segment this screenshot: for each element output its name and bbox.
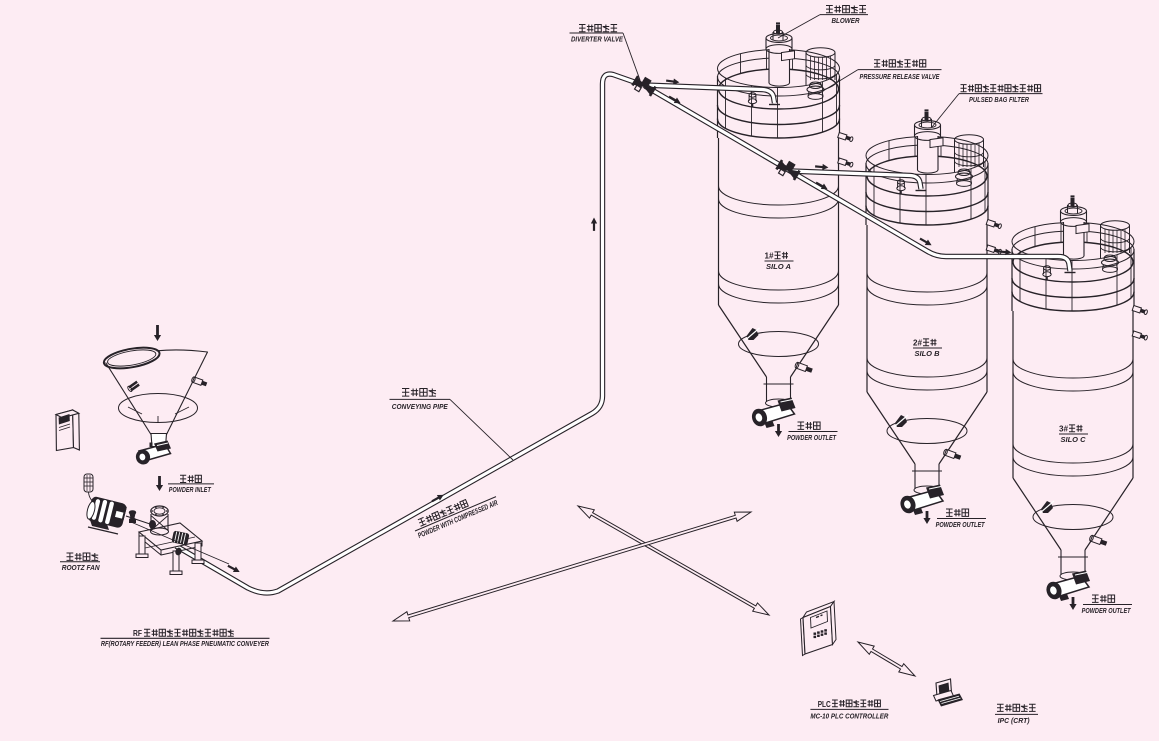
svg-text:MC-10 PLC CONTROLLER: MC-10 PLC CONTROLLER (810, 712, 888, 721)
svg-text:RF: RF (133, 629, 142, 638)
svg-text:IPC (CRT): IPC (CRT) (998, 716, 1030, 725)
svg-text:POWDER OUTLET: POWDER OUTLET (787, 433, 837, 442)
svg-text:PRESSURE RELEASE VALVE: PRESSURE RELEASE VALVE (860, 72, 941, 81)
svg-text:2#: 2# (913, 339, 923, 348)
svg-text:SILO A: SILO A (766, 262, 791, 271)
svg-text:POWDER INLET: POWDER INLET (169, 485, 212, 494)
svg-text:1#: 1# (765, 252, 775, 261)
svg-text:ROOTZ FAN: ROOTZ FAN (62, 563, 100, 572)
svg-text:3#: 3# (1059, 425, 1069, 434)
svg-text:POWDER OUTLET: POWDER OUTLET (936, 520, 986, 529)
svg-text:PULSED BAG FILTER: PULSED BAG FILTER (969, 95, 1029, 104)
svg-text:BLOWER: BLOWER (832, 16, 860, 25)
svg-text:CONVEYING PIPE: CONVEYING PIPE (392, 402, 449, 411)
svg-text:SILO C: SILO C (1061, 435, 1087, 444)
svg-text:PLC: PLC (818, 700, 831, 709)
svg-text:POWDER OUTLET: POWDER OUTLET (1082, 606, 1132, 615)
svg-text:RF(ROTARY FEEDER) LEAN PHASE P: RF(ROTARY FEEDER) LEAN PHASE PNEUMATIC C… (101, 639, 269, 648)
svg-text:DIVERTER VALVE: DIVERTER VALVE (571, 34, 624, 43)
svg-text:SILO B: SILO B (915, 349, 941, 358)
